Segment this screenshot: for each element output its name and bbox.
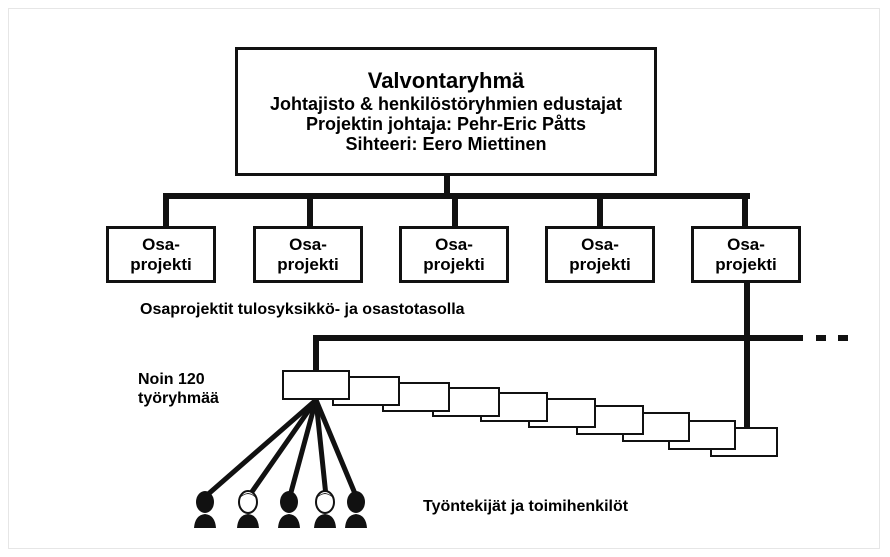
worker-dark-icon	[194, 491, 216, 528]
workgroup-box	[282, 370, 350, 400]
project-manager: Projektin johtaja: Pehr-Eric Påtts	[305, 113, 587, 134]
subproject-label-line1: Osa-	[142, 234, 180, 254]
steering-group-box: Valvontaryhmä Johtajisto & henkilöstöryh…	[235, 47, 657, 176]
workgroups-label: työryhmää	[138, 390, 219, 408]
steering-group-title: Valvontaryhmä	[367, 67, 525, 93]
worker-light-icon	[237, 490, 259, 528]
worker-light-icon	[314, 490, 336, 528]
workgroups-note: Noin 120 työryhmää	[138, 370, 219, 408]
subproject-box-1: Osa- projekti	[106, 226, 216, 283]
subproject-label-line1: Osa-	[289, 234, 327, 254]
worker-dark-icon	[278, 491, 300, 528]
secretary: Sihteeri: Eero Miettinen	[345, 133, 547, 154]
worker-connectors	[203, 397, 359, 499]
subproject-label-line2: projekti	[423, 254, 485, 274]
workgroup-box	[528, 398, 596, 428]
subproject-box-5: Osa- projekti	[691, 226, 801, 283]
subproject-label-line1: Osa-	[435, 234, 473, 254]
subproject-box-2: Osa- projekti	[253, 226, 363, 283]
workers-note: Työntekijät ja toimihenkilöt	[423, 498, 629, 515]
subproject-label-line1: Osa-	[727, 234, 765, 254]
worker-dark-icon	[345, 491, 367, 528]
subprojects-level-note: Osaprojektit tulosyksikkö- ja osastotaso…	[140, 301, 465, 318]
subproject-label-line2: projekti	[715, 254, 777, 274]
subproject-label-line1: Osa-	[581, 234, 619, 254]
subproject-box-3: Osa- projekti	[399, 226, 509, 283]
subproject-label-line2: projekti	[569, 254, 631, 274]
subproject-label-line2: projekti	[277, 254, 339, 274]
page-frame	[8, 8, 880, 549]
subproject-box-4: Osa- projekti	[545, 226, 655, 283]
subproject-label-line2: projekti	[130, 254, 192, 274]
workgroups-count: Noin 120	[138, 371, 205, 388]
steering-group-members: Johtajisto & henkilöstöryhmien edustajat	[269, 93, 623, 114]
